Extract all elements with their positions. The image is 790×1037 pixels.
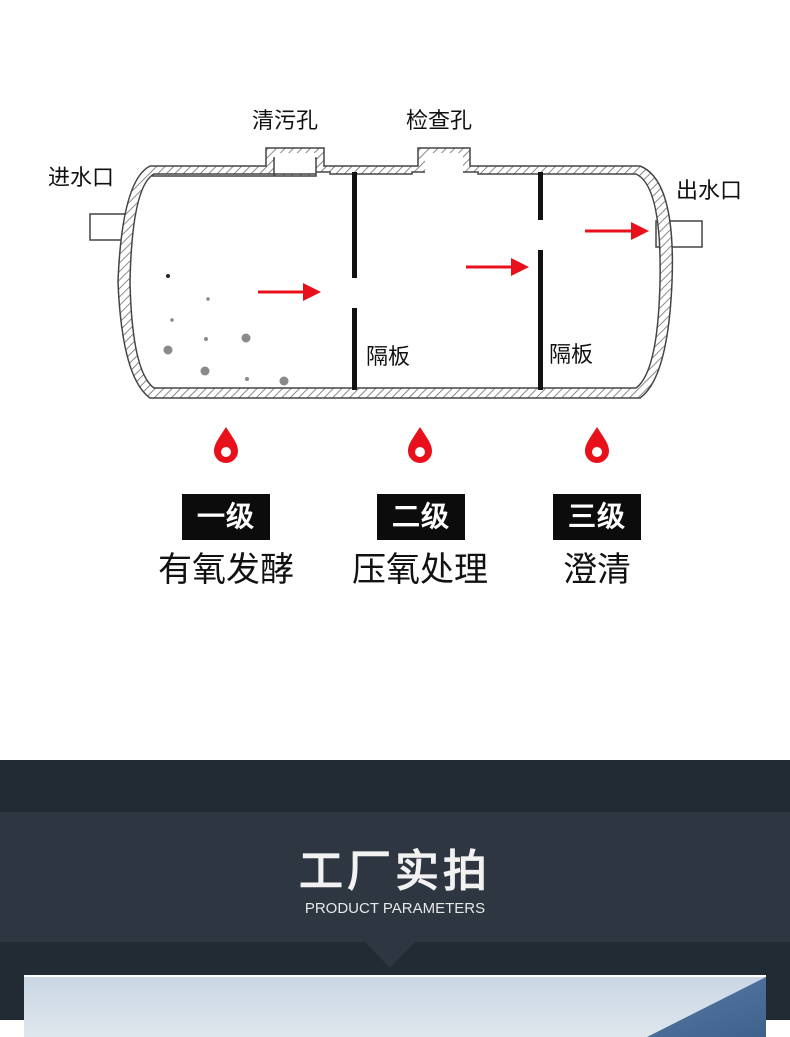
stage-2-badge: 二级: [377, 494, 465, 540]
label-inlet: 进水口: [48, 168, 114, 190]
stage-3-badge: 三级: [553, 494, 641, 540]
label-baffle-1: 隔板: [366, 347, 410, 369]
baffle-1-upper: [352, 172, 357, 278]
label-outlet: 出水口: [676, 181, 742, 203]
header-notch: [365, 942, 415, 968]
drop-icon: [585, 427, 609, 463]
factory-photos-section: 工厂实拍 PRODUCT PARAMETERS: [0, 760, 790, 1020]
section-subtitle: PRODUCT PARAMETERS: [0, 901, 790, 916]
factory-photo: [24, 975, 766, 1037]
label-cleanout-hole: 清污孔: [252, 111, 318, 133]
drop-icon: [408, 427, 432, 463]
stage-3-process: 澄清: [537, 553, 657, 587]
stage-1-badge: 一级: [182, 494, 270, 540]
stage-2-process: 压氧处理: [340, 553, 500, 587]
baffle-2-upper: [538, 172, 543, 220]
baffle-2-lower: [538, 250, 543, 390]
factory-roof: [596, 977, 766, 1037]
label-inspection-hole: 检查孔: [406, 111, 472, 133]
section-title: 工厂实拍: [0, 850, 790, 894]
baffle-1-lower: [352, 308, 357, 390]
label-baffle-2: 隔板: [549, 345, 593, 367]
drop-icon: [214, 427, 238, 463]
septic-tank-diagram: [0, 0, 790, 480]
stage-1-process: 有氧发酵: [146, 553, 306, 587]
